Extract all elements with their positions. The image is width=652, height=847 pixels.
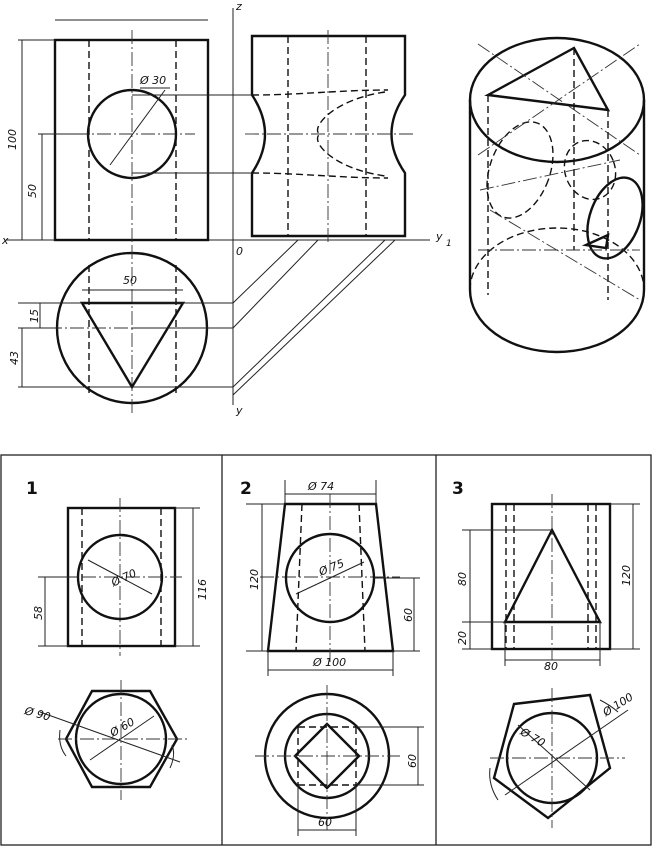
example-drawing: z x 0 y 1 y Ø 30 100 50 (1, 0, 646, 417)
panel-2-square-width: 60 (318, 816, 332, 829)
panel-3-width: 80 (544, 660, 558, 673)
panel-3: 3 80 20 120 80 Ø 100 Ø 70 (452, 479, 640, 828)
panel-1-hex-diameter: Ø 90 (22, 704, 52, 724)
panel-1-inner-diameter: Ø 60 (107, 715, 137, 740)
panel-2-square-height: 60 (406, 754, 419, 768)
front-view: Ø 30 100 50 (6, 19, 210, 245)
panel-2-bottom-diameter: Ø 100 (312, 656, 346, 669)
example-depth-15: 15 (28, 309, 41, 323)
isometric-view (468, 36, 646, 354)
example-width-50: 50 (123, 274, 137, 287)
panel-2-number: 2 (240, 479, 252, 499)
panel-3-pentagon-diameter: Ø 100 (600, 690, 636, 719)
panel-1-number: 1 (26, 479, 38, 499)
panel-3-height: 120 (620, 565, 633, 586)
panel-1: 1 Ø 70 116 58 Ø 90 Ø 60 (22, 479, 209, 800)
panel-1-half-height: 58 (32, 606, 45, 620)
top-view: 50 15 43 (8, 239, 396, 415)
panel-1-hole-diameter: Ø 70 (108, 567, 138, 590)
z-axis-label: z (235, 0, 242, 13)
panel-2-mid-height: 60 (402, 608, 415, 622)
origin-label: 0 (236, 245, 243, 258)
panel-2-top-diameter: Ø 74 (307, 480, 334, 493)
y1-axis-label: y (435, 230, 443, 243)
side-view (132, 30, 415, 245)
panel-3-triangle-height: 80 (456, 572, 469, 586)
example-hole-diameter: Ø 30 (139, 74, 166, 87)
panel-3-number: 3 (452, 479, 464, 499)
example-depth-43: 43 (8, 351, 21, 365)
y1-axis-subscript: 1 (446, 239, 452, 249)
panel-1-height: 116 (196, 579, 209, 600)
panel-2: 2 Ø 75 Ø 74 120 60 Ø 100 (240, 479, 424, 836)
panel-2-height: 120 (248, 569, 261, 590)
panel-3-base-height: 20 (456, 631, 469, 645)
y-axis-label: y (235, 404, 243, 417)
panel-frames (0, 454, 652, 846)
example-height-50: 50 (26, 184, 39, 198)
example-height-100: 100 (6, 129, 19, 150)
panel-2-hole-diameter: Ø 75 (316, 557, 346, 579)
x-axis-label: x (1, 234, 9, 247)
panel-3-inner-diameter: Ø 70 (517, 725, 547, 750)
